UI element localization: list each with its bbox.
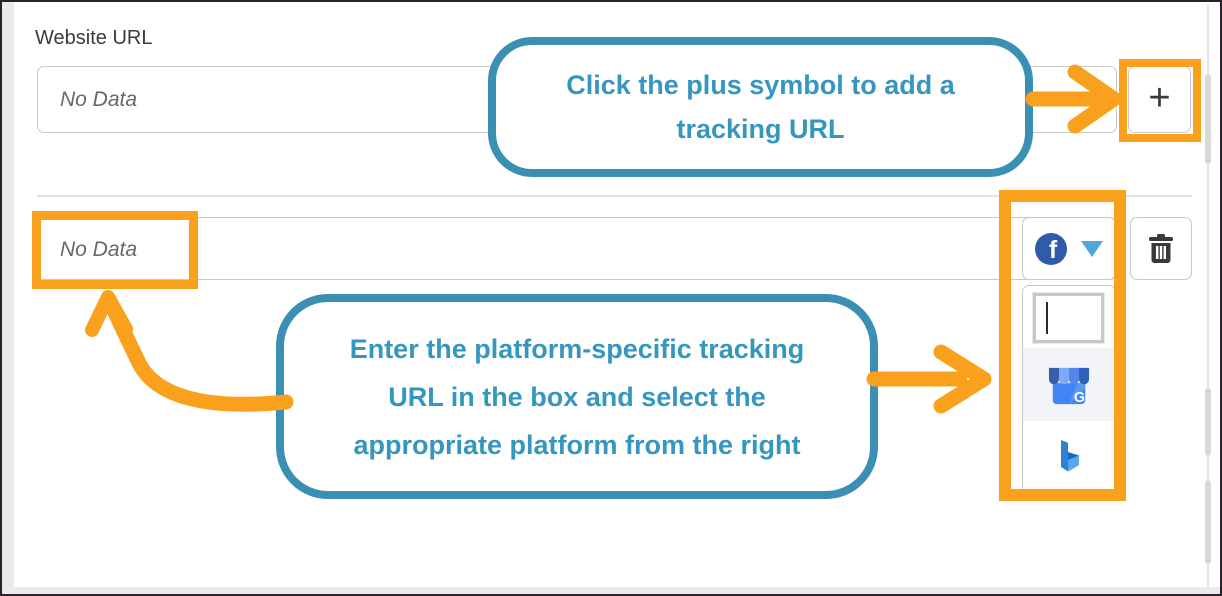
left-gutter (2, 2, 14, 594)
callout-text: Enter the platform-specific tracking (349, 333, 805, 364)
platform-option-bing[interactable] (1023, 421, 1115, 492)
tracking-url-value: No Data (60, 238, 138, 261)
tracking-url-input[interactable] (37, 217, 1117, 280)
platform-selector-button[interactable]: f (1022, 217, 1116, 280)
bottom-gutter (2, 587, 1220, 594)
bing-icon (1061, 440, 1079, 472)
scrollbar-thumb[interactable] (1205, 480, 1211, 564)
curved-arrow-to-tracking-value (85, 290, 294, 412)
website-url-value: No Data (60, 88, 138, 111)
callout-add-tracking-url: Click the plus symbol to add a tracking … (488, 37, 1033, 177)
section-divider (37, 195, 1192, 197)
callout-text: appropriate platform from the right (353, 429, 801, 460)
website-url-label: Website URL (35, 27, 153, 49)
callout-text: URL in the box and select the (388, 381, 766, 412)
callout-text: Click the plus symbol to add a (566, 70, 955, 100)
delete-tracking-url-button[interactable] (1130, 217, 1192, 280)
text-cursor (1046, 302, 1048, 334)
callout-text: tracking URL (676, 114, 845, 144)
svg-text:G: G (1074, 390, 1085, 406)
dropdown-triangle-icon (1081, 240, 1103, 257)
trash-icon (1149, 233, 1173, 263)
arrow-to-platform-panel (866, 344, 992, 414)
platform-option-google-my-business[interactable]: G (1023, 348, 1115, 421)
google-my-business-icon: G (1048, 367, 1090, 406)
callout-platform-instructions: Enter the platform-specific tracking URL… (276, 294, 878, 499)
add-tracking-url-button[interactable]: + (1128, 66, 1191, 133)
scrollbar-thumb[interactable] (1205, 74, 1211, 164)
plus-icon: + (1148, 76, 1171, 119)
scrollbar[interactable] (1207, 4, 1209, 587)
facebook-icon: f (1035, 232, 1067, 265)
scrollbar-thumb[interactable] (1205, 388, 1211, 456)
platform-search-input[interactable] (1033, 293, 1104, 343)
